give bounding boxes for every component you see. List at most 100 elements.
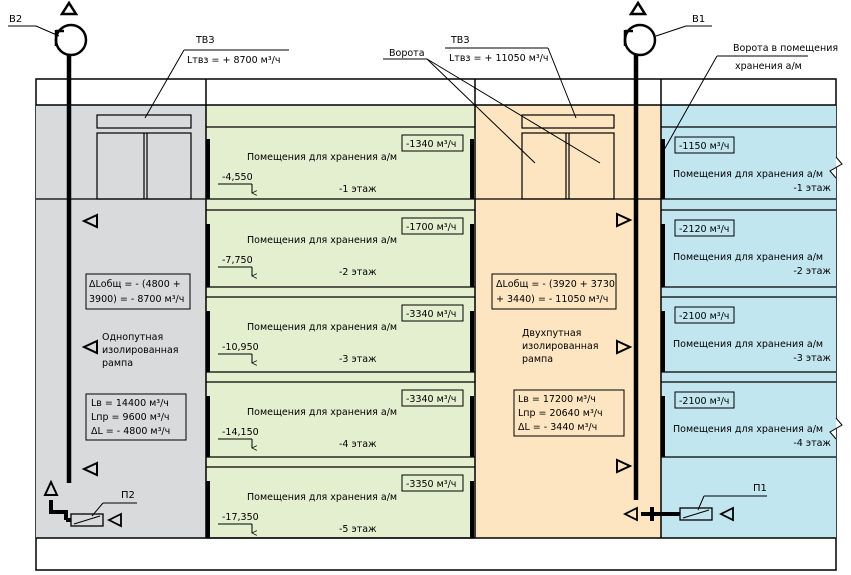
tvz-left-title: ТВЗ (195, 35, 214, 46)
green-room-label: Помещения для хранения а/м (247, 322, 397, 333)
gates-label-text: Ворота (389, 48, 425, 59)
left-ramp-name2: изолированная (102, 345, 179, 356)
blue-flow-box (674, 391, 735, 409)
green-room-label: Помещения для хранения а/м (247, 407, 397, 418)
green-flow-value: -1340 м³/ч (406, 139, 456, 150)
left-ramp-info: ΔLобщ = - (4800 + 3900) = - 8700 м³/ч Од… (85, 273, 191, 441)
green-flow-box (401, 474, 464, 492)
blue-flow-value: -2100 м³/ч (679, 311, 729, 322)
green-room-label: Помещения для хранения а/м (247, 152, 397, 163)
building (35, 78, 843, 571)
right-dl: ΔL = - 3440 м³/ч (518, 422, 597, 433)
green-flow-value: -3350 м³/ч (406, 479, 456, 490)
tvz-left: ТВЗ Lтвз = + 8700 м³/ч (144, 35, 289, 119)
fan-p2 (43, 479, 122, 528)
right-balance-line2: + 3440) = - 11050 м³/ч (496, 294, 608, 305)
right-ramp-name1: Двухпутная (522, 328, 581, 339)
left-lpr: Lпр = 9600 м³/ч (91, 412, 170, 423)
left-ramp-zone (36, 105, 206, 538)
green-floor-label: -2 этаж (339, 267, 377, 278)
fan-p1 (622, 506, 734, 522)
left-balance-box (85, 273, 191, 310)
storage-gates-label-1: Ворота в помещения (733, 43, 838, 54)
green-flow-box (401, 304, 464, 322)
right-ramp-info: ΔLобщ = - (3920 + 3730 + 3440) = - 11050… (491, 273, 625, 437)
green-room-label: Помещения для хранения а/м (247, 492, 397, 503)
green-level-mark: -17,350 (222, 512, 259, 523)
blue-floor-label: -4 этаж (793, 438, 831, 449)
green-floor-label: -5 этаж (339, 524, 377, 535)
green-level-mark: -10,950 (222, 342, 259, 353)
left-gate (96, 114, 192, 200)
green-flow-box (401, 389, 464, 407)
blue-floor-label: -2 этаж (793, 266, 831, 277)
tvz-right: ТВЗ Lтвз = + 11050 м³/ч (445, 35, 577, 119)
green-room-label: Помещения для хранения а/м (247, 235, 397, 246)
green-floor-label: -4 этаж (339, 439, 377, 450)
green-flow-value: -1700 м³/ч (406, 222, 456, 233)
green-floor-label: -1 этаж (339, 184, 377, 195)
exhaust-grilles (81, 212, 633, 477)
blue-room-label: Помещения для хранения а/м (673, 169, 823, 180)
green-flow-box (401, 217, 464, 235)
left-dl: ΔL = - 4800 м³/ч (91, 426, 170, 437)
storage-gates-label-2: хранения а/м (735, 61, 802, 72)
left-balance-line1: ΔLобщ = - (4800 + (89, 279, 181, 290)
green-flow-value: -3340 м³/ч (406, 394, 456, 405)
green-flow-box (401, 134, 464, 152)
green-level-mark: -7,750 (222, 255, 253, 266)
left-lv: Lв = 14400 м³/ч (91, 398, 169, 409)
fan-p2-label: П2 (121, 490, 135, 501)
storage-gates-label: Ворота в помещения хранения а/м (663, 43, 838, 151)
tvz-right-flow: Lтвз = + 11050 м³/ч (449, 53, 549, 64)
tvz-left-flow: Lтвз = + 8700 м³/ч (187, 55, 280, 66)
blue-flow-box (674, 306, 735, 324)
fan-b1 (623, 0, 657, 57)
left-ramp-name3: рампа (102, 358, 133, 369)
blue-room-label: Помещения для хранения а/м (673, 252, 823, 263)
right-flows-box (513, 389, 625, 437)
right-gate (521, 114, 615, 200)
green-level-mark: -4,550 (222, 172, 253, 183)
right-balance-line1: ΔLобщ = - (3920 + 3730 (496, 279, 615, 290)
left-flows-box (85, 393, 187, 441)
blue-floor-label: -3 этаж (793, 353, 831, 364)
fan-b1-label: В1 (692, 14, 705, 25)
green-floor-label: -3 этаж (339, 354, 377, 365)
right-ramp-name3: рампа (522, 354, 553, 365)
right-balance-box (491, 273, 617, 310)
blue-room-label: Помещения для хранения а/м (673, 424, 823, 435)
right-ramp-zone (475, 105, 661, 538)
left-ramp-name1: Однопутная (102, 332, 163, 343)
fan-b2-label: В2 (9, 14, 22, 25)
blue-flow-box (674, 219, 735, 237)
fan-p1-label: П1 (753, 483, 767, 494)
blue-flow-value: -2120 м³/ч (679, 224, 729, 235)
right-lv: Lв = 17200 м³/ч (518, 394, 596, 405)
right-lpr: Lпр = 20640 м³/ч (518, 408, 603, 419)
blue-flow-value: -1150 м³/ч (679, 141, 729, 152)
gates-label: Ворота (383, 48, 601, 164)
left-balance-line2: 3900) = - 8700 м³/ч (89, 294, 184, 305)
green-level-mark: -14,150 (222, 427, 259, 438)
blue-storage-zone (661, 105, 836, 538)
blue-flow-box (674, 136, 735, 154)
tvz-right-title: ТВЗ (450, 35, 469, 46)
green-flow-value: -3340 м³/ч (406, 309, 456, 320)
blue-floor-label: -1 этаж (793, 183, 831, 194)
blue-flow-value: -2100 м³/ч (679, 396, 729, 407)
fan-b2 (54, 0, 88, 57)
right-ramp-name2: изолированная (522, 341, 599, 352)
